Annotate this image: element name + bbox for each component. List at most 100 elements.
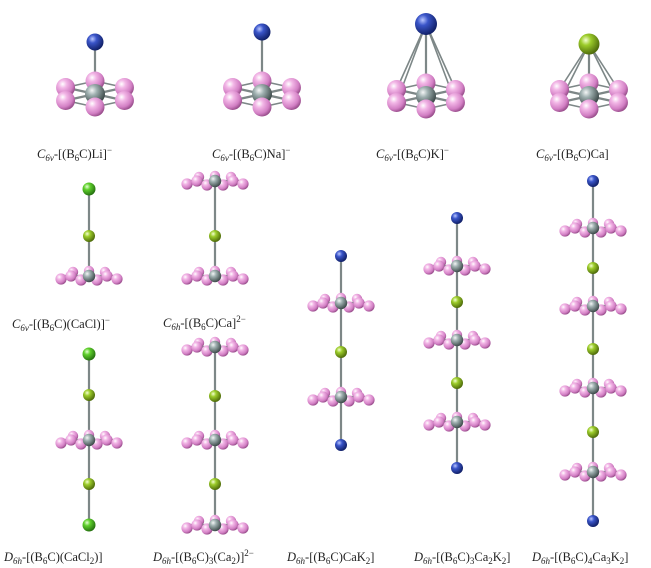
boron-atom bbox=[56, 78, 76, 97]
boron-atom bbox=[223, 78, 243, 97]
boron-atom bbox=[550, 93, 570, 112]
k-atom bbox=[587, 515, 599, 527]
carbon-atom bbox=[450, 415, 464, 429]
boron-atom bbox=[223, 91, 243, 110]
label-b6c-cak2: D6h-[(B6C)CaK2] bbox=[287, 550, 375, 566]
b6c-ring bbox=[307, 386, 375, 407]
b6c-ring bbox=[181, 265, 249, 286]
ca-atom bbox=[83, 478, 95, 490]
label-b6c-k: C6v-[(B6C)K]− bbox=[376, 145, 449, 163]
boron-atom bbox=[615, 225, 627, 237]
boron-atom bbox=[605, 382, 617, 394]
boron-atom bbox=[114, 91, 134, 110]
carbon-atom bbox=[586, 465, 600, 479]
boron-atom bbox=[445, 93, 465, 112]
structure-b6c-k bbox=[387, 13, 465, 119]
boron-atom bbox=[252, 97, 272, 117]
label-b6c-ca: C6v-[(B6C)Ca] bbox=[536, 147, 609, 163]
boron-atom bbox=[181, 522, 193, 534]
b6c-ring bbox=[56, 71, 134, 117]
boron-atom bbox=[423, 337, 435, 349]
label-b6c4-ca3k2: D6h-[(B6C)4Ca3K2] bbox=[532, 550, 629, 566]
boron-atom bbox=[363, 394, 375, 406]
k-atom bbox=[451, 462, 463, 474]
b6c-ring bbox=[55, 429, 123, 450]
boron-atom bbox=[608, 80, 628, 99]
boron-atom bbox=[85, 97, 105, 117]
boron-atom bbox=[237, 344, 249, 356]
b6c-ring bbox=[181, 170, 249, 191]
boron-atom bbox=[615, 303, 627, 315]
b6c-ring bbox=[55, 265, 123, 286]
cl-atom bbox=[82, 518, 96, 532]
ca-atom bbox=[587, 426, 599, 438]
k-atom bbox=[335, 250, 347, 262]
structure-b6c-cacl2 bbox=[55, 347, 123, 532]
ca-atom bbox=[83, 230, 95, 242]
structure-b6c-ca-sandwich bbox=[181, 170, 249, 286]
boron-atom bbox=[433, 416, 445, 428]
carbon-atom bbox=[82, 269, 96, 283]
boron-atom bbox=[227, 341, 239, 353]
b6c-ring bbox=[181, 514, 249, 535]
b6c-ring bbox=[387, 73, 465, 119]
bond bbox=[395, 23, 427, 91]
carbon-atom bbox=[208, 340, 222, 354]
boron-atom bbox=[579, 99, 599, 119]
ca-atom bbox=[209, 230, 221, 242]
boron-atom bbox=[559, 469, 571, 481]
boron-atom bbox=[353, 297, 365, 309]
boron-atom bbox=[605, 466, 617, 478]
cl-atom bbox=[82, 182, 96, 196]
ca-atom bbox=[451, 377, 463, 389]
boron-atom bbox=[550, 80, 570, 99]
structure-b6c-na bbox=[223, 23, 301, 117]
carbon-atom bbox=[208, 433, 222, 447]
label-b6c-cacl2: D6h-[(B6C)(CaCl2)] bbox=[4, 550, 103, 566]
boron-atom bbox=[353, 391, 365, 403]
boron-atom bbox=[363, 300, 375, 312]
boron-atom bbox=[569, 382, 581, 394]
structure-b6c3-ca2 bbox=[181, 336, 249, 535]
ca-atom bbox=[587, 262, 599, 274]
label-b6c3-ca2: D6h-[(B6C)3(Ca2)]2− bbox=[153, 548, 254, 566]
ca-atom bbox=[587, 343, 599, 355]
cl-atom bbox=[82, 347, 96, 361]
boron-atom bbox=[101, 270, 113, 282]
structure-b6c4-ca3k2 bbox=[559, 175, 627, 527]
boron-atom bbox=[608, 93, 628, 112]
boron-atom bbox=[317, 297, 329, 309]
boron-atom bbox=[181, 273, 193, 285]
label-b6c3-ca2k2: D6h-[(B6C)3Ca2K2] bbox=[414, 550, 511, 566]
b6c-ring bbox=[559, 217, 627, 238]
boron-atom bbox=[615, 469, 627, 481]
carbon-atom bbox=[82, 433, 96, 447]
boron-atom bbox=[191, 270, 203, 282]
boron-atom bbox=[181, 437, 193, 449]
carbon-atom bbox=[586, 221, 600, 235]
boron-atom bbox=[569, 300, 581, 312]
boron-atom bbox=[433, 334, 445, 346]
boron-atom bbox=[559, 225, 571, 237]
ca-atom bbox=[83, 389, 95, 401]
structure-b6c-cacl bbox=[55, 182, 123, 286]
label-b6c-na: C6v-[(B6C)Na]− bbox=[212, 145, 291, 163]
boron-atom bbox=[237, 273, 249, 285]
boron-atom bbox=[317, 391, 329, 403]
boron-atom bbox=[56, 91, 76, 110]
b6c-ring bbox=[307, 292, 375, 313]
ca-atom bbox=[209, 478, 221, 490]
carbon-atom bbox=[334, 390, 348, 404]
boron-atom bbox=[237, 437, 249, 449]
ca-atom bbox=[209, 390, 221, 402]
structure-b6c-ca bbox=[550, 33, 628, 119]
li-atom bbox=[86, 33, 104, 51]
boron-atom bbox=[416, 99, 436, 119]
ca-atom bbox=[578, 33, 600, 55]
b6c-ring bbox=[559, 295, 627, 316]
carbon-atom bbox=[450, 259, 464, 273]
b6c-ring bbox=[423, 329, 491, 350]
b6c-ring bbox=[181, 429, 249, 450]
boron-atom bbox=[423, 263, 435, 275]
